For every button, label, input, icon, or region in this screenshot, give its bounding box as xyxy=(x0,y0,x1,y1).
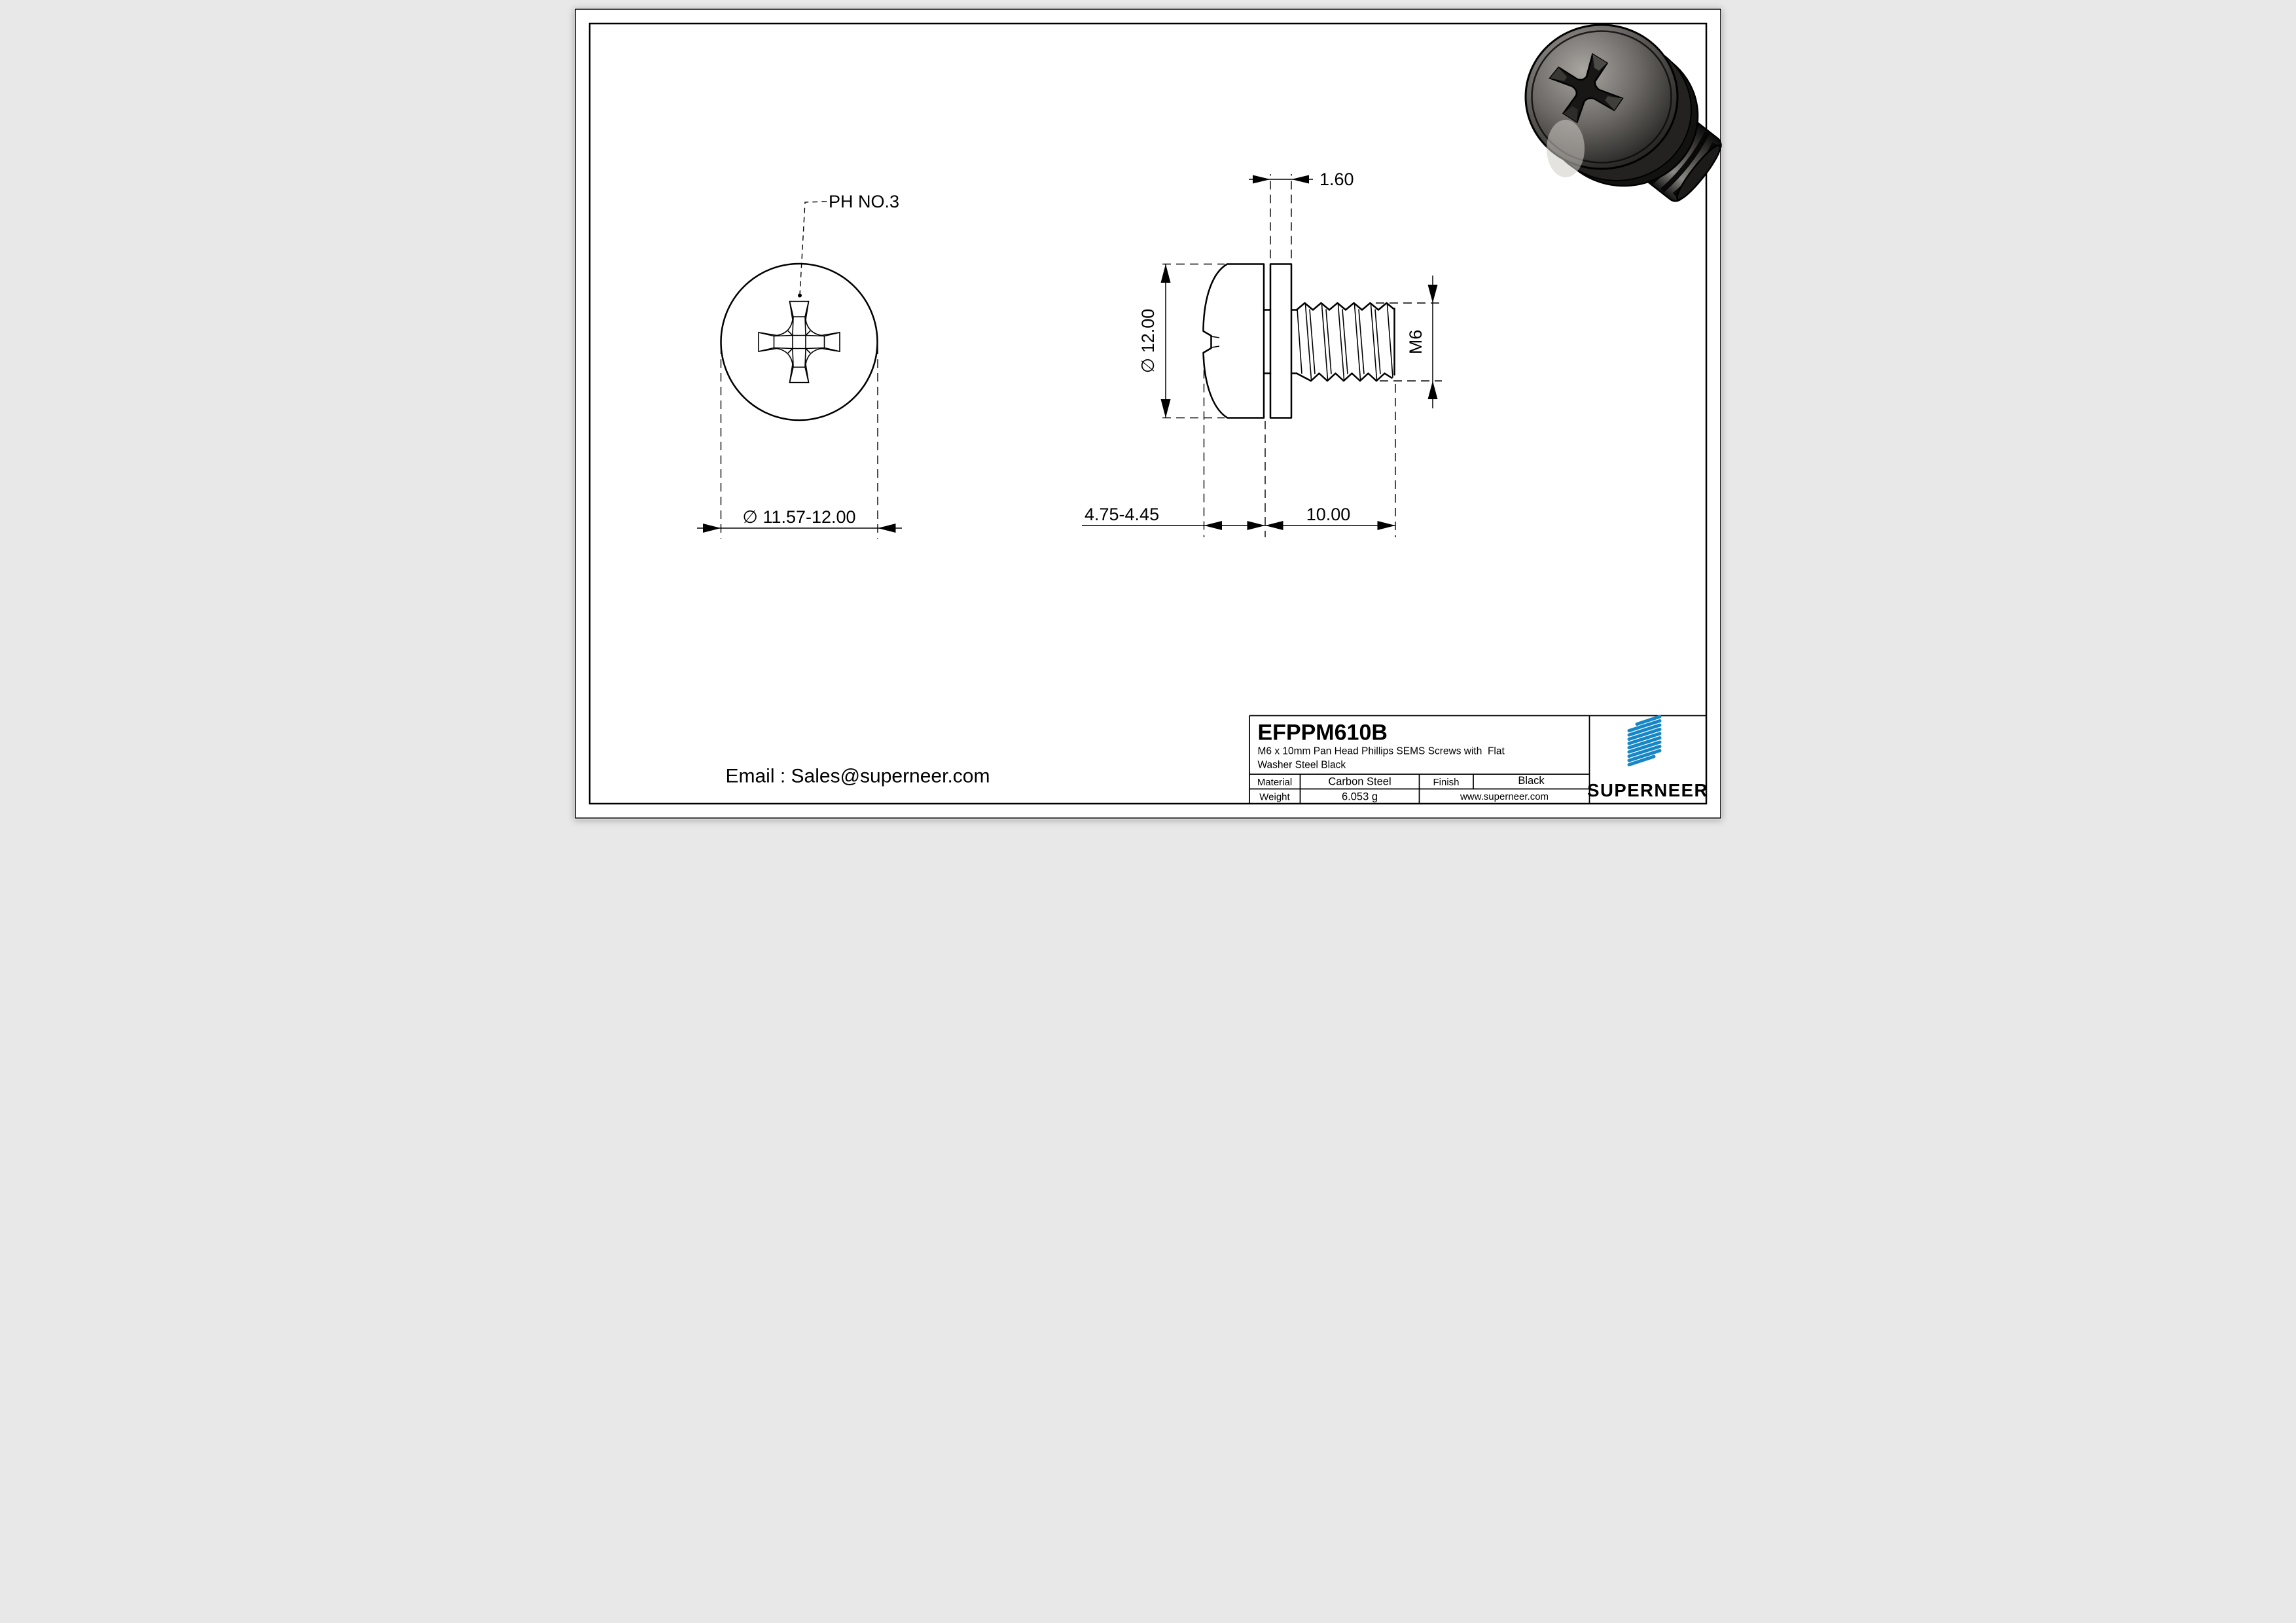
screw-head-front-outline xyxy=(720,262,878,421)
arrowhead xyxy=(1265,521,1283,530)
contact-email: Email : Sales@superneer.com xyxy=(726,766,990,787)
thread-helix-lines xyxy=(1297,304,1393,380)
arrowhead xyxy=(878,524,896,533)
front-diameter-dimension: ∅ 11.57-12.00 xyxy=(697,346,902,539)
recess-profile-lines xyxy=(1211,336,1220,348)
phillips-recess xyxy=(758,300,840,383)
length-dimensions: 4.75-4.45 10.00 xyxy=(1082,356,1396,537)
recess-label: PH NO.3 xyxy=(829,192,899,211)
arrowhead xyxy=(1247,521,1265,530)
arrowhead xyxy=(1253,175,1270,184)
threaded-shank xyxy=(1295,302,1395,382)
title-block: EFPPM610B M6 x 10mm Pan Head Phillips SE… xyxy=(1249,715,1708,804)
recess-callout: PH NO.3 xyxy=(798,192,899,298)
arrowhead xyxy=(1160,399,1171,418)
arrowhead xyxy=(1160,264,1171,283)
finish-label: Finish xyxy=(1433,777,1459,788)
recess-outline xyxy=(758,300,840,383)
thread-size-text: M6 xyxy=(1406,330,1426,355)
finish-value: Black xyxy=(1518,775,1545,787)
arrowhead xyxy=(1427,285,1438,303)
thread-length-text: 10.00 xyxy=(1306,505,1351,524)
description-line1: M6 x 10mm Pan Head Phillips SEMS Screws … xyxy=(1258,746,1505,757)
recess-facets xyxy=(758,301,840,383)
head-profile xyxy=(1202,263,1265,419)
front-view: PH NO.3 ∅ 11.57-12.00 xyxy=(697,192,902,539)
part-number: EFPPM610B xyxy=(1258,721,1388,745)
leader-line xyxy=(799,201,828,296)
screw-3d-render xyxy=(1524,24,1722,202)
cad-canvas: PH NO.3 ∅ 11.57-12.00 xyxy=(575,9,1722,819)
brand-name: SUPERNEER xyxy=(1587,780,1708,800)
arrowhead xyxy=(1291,175,1309,184)
thread-crests-top xyxy=(1295,302,1395,311)
material-label: Material xyxy=(1257,777,1292,788)
superneer-logo-icon xyxy=(1627,715,1662,766)
material-value: Carbon Steel xyxy=(1328,776,1391,788)
arrowhead xyxy=(1204,521,1222,530)
head-diameter-dimension: ∅ 12.00 xyxy=(1138,263,1225,419)
head-diameter-text: ∅ 12.00 xyxy=(1138,309,1158,374)
shank-lines xyxy=(1263,309,1298,374)
drawing-sheet: PH NO.3 ∅ 11.57-12.00 xyxy=(574,8,1722,819)
title-block-grid xyxy=(1249,715,1590,804)
weight-value: 6.053 g xyxy=(1342,791,1378,803)
arrowhead xyxy=(703,524,721,533)
front-diameter-text: ∅ 11.57-12.00 xyxy=(742,507,855,527)
side-view: 1.60 ∅ 12.00 M6 xyxy=(1082,169,1442,537)
description-line2: Washer Steel Black xyxy=(1258,760,1346,771)
page-edge-border xyxy=(575,9,1721,819)
arrowhead xyxy=(1427,381,1438,399)
flat-washer xyxy=(1269,263,1293,419)
head-height-text: 4.75-4.45 xyxy=(1085,505,1159,524)
arrowhead xyxy=(1377,521,1395,530)
website-link[interactable]: www.superneer.com xyxy=(1460,791,1549,802)
thread-crests-bottom xyxy=(1295,372,1393,382)
washer-thickness-dimension: 1.60 xyxy=(1249,169,1354,259)
render-phillips-cross xyxy=(1549,52,1624,124)
drawing-frame xyxy=(588,22,1708,805)
washer-thickness-text: 1.60 xyxy=(1319,169,1354,189)
weight-label: Weight xyxy=(1259,792,1290,803)
thread-size-dimension: M6 xyxy=(1376,276,1442,408)
render-highlight xyxy=(1547,120,1585,177)
